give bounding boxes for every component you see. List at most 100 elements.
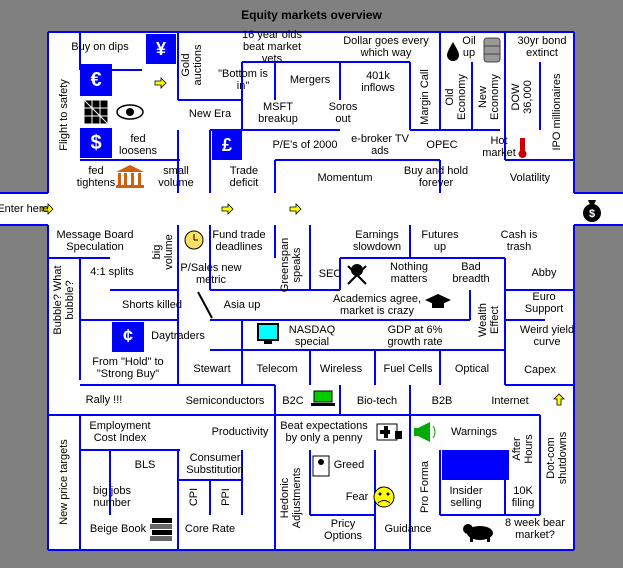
label-msft-breakup: MSFT breakup — [258, 101, 298, 125]
label-greenspan-speaks: Greenspan speaks — [279, 237, 303, 293]
label-cash-is-trash: Cash is trash — [500, 229, 538, 253]
monitor-icon — [257, 323, 279, 344]
label-shorts-killed: Shorts killed — [122, 299, 182, 311]
label-ppi: PPI — [220, 488, 232, 506]
bank-icon — [116, 165, 144, 188]
label-asia-up: Asia up — [223, 299, 261, 311]
clock-icon — [184, 230, 204, 250]
svg-text:$: $ — [589, 208, 595, 220]
grid-icon — [83, 99, 109, 125]
megaphone-icon — [414, 422, 436, 442]
label-productivity: Productivity — [211, 426, 269, 438]
label-dow-36000: DOW 36,000 — [510, 80, 534, 114]
label-dotcom-shutdowns: Dot-com shutdowns — [545, 431, 569, 485]
laptop-icon — [311, 390, 335, 406]
bear-icon — [463, 524, 493, 542]
label-biotech: Bio-tech — [356, 395, 398, 407]
entrance-corridor — [0, 193, 623, 225]
label-fear: Fear — [345, 491, 369, 503]
label-hot-market: Hot market — [482, 135, 516, 159]
sad-face-icon — [373, 486, 395, 508]
label-core-rate: Core Rate — [184, 523, 236, 535]
label-16-year-olds: 16 year olds beat market vets — [242, 29, 302, 65]
label-telecom: Telecom — [256, 363, 298, 375]
dollar-symbol: $ — [90, 132, 102, 154]
label-daytraders: Daytraders — [151, 330, 205, 342]
yen-symbol: ¥ — [155, 39, 167, 59]
label-10k-filing: 10K filing — [511, 485, 535, 509]
label-401k-inflows: 401k inflows — [361, 70, 395, 94]
skull-crossbones-icon — [347, 264, 367, 285]
label-weird-yield-curve: Weird yield curve — [519, 324, 575, 348]
label-pe-of-2000: P/E's of 2000 — [272, 139, 338, 151]
label-small-volume: small volume — [158, 165, 194, 189]
dagger-icon — [197, 291, 213, 319]
euro-block — [80, 64, 112, 96]
maze-walls — [0, 31, 623, 551]
label-earnings-slowdown: Earnings slowdown — [352, 229, 402, 253]
label-old-economy: Old Economy — [444, 74, 468, 120]
label-oil-up: Oil up — [462, 35, 476, 59]
label-buy-on-dips: Buy on dips — [71, 41, 129, 53]
pound-block — [212, 130, 242, 160]
label-hold-to-strong-buy: From "Hold" to "Strong Buy" — [92, 356, 164, 380]
eye-icon — [116, 104, 144, 120]
label-futures-up: Futures up — [421, 229, 459, 253]
label-big-jobs-number: big jobs number — [93, 485, 131, 509]
label-nasdaq-special: NASDAQ special — [288, 324, 336, 348]
yen-block — [146, 34, 176, 64]
label-momentum: Momentum — [317, 172, 373, 184]
label-entrance[interactable]: Enter here — [0, 203, 49, 215]
label-soros-out: Soros out — [328, 101, 358, 125]
mortarboard-icon — [425, 294, 451, 308]
label-fuel-cells: Fuel Cells — [383, 363, 433, 375]
label-fund-trade-deadlines: Fund trade deadlines — [212, 229, 266, 253]
label-gold-auctions: Gold auctions — [180, 44, 204, 86]
label-gdp-growth: GDP at 6% growth rate — [387, 324, 443, 348]
label-internet: Internet — [491, 395, 529, 407]
label-wireless: Wireless — [319, 363, 363, 375]
label-dollar-goes: Dollar goes every which way — [343, 35, 429, 59]
page-title: Equity markets overview — [241, 8, 382, 22]
label-buy-and-hold: Buy and hold forever — [403, 165, 469, 189]
euro-symbol: € — [90, 69, 102, 91]
cent-block — [112, 322, 144, 352]
first-aid-kit-icon — [376, 423, 402, 441]
label-employment-cost-index: Employment Cost Index — [89, 420, 151, 444]
label-b2b: B2B — [431, 395, 453, 407]
pound-symbol: £ — [221, 135, 233, 155]
label-consumer-substitution: Consumer Substitution — [186, 452, 244, 476]
yellow-arrow-icon — [41, 77, 565, 406]
label-new-era: New Era — [188, 108, 232, 120]
label-fed-tightens: fed tightens — [76, 165, 116, 189]
label-guidance: Guidance — [384, 523, 432, 535]
label-8-week-bear: 8 week bear market? — [505, 517, 565, 541]
label-warnings: Warnings — [450, 426, 498, 438]
label-capex: Capex — [524, 364, 556, 376]
label-wealth-effect: Wealth Effect — [477, 302, 501, 338]
cent-symbol: ¢ — [122, 326, 134, 346]
blue-block — [442, 450, 509, 480]
label-abby: Abby — [531, 267, 557, 279]
label-hedonic-adjustments: Hedonic Adjustments — [279, 467, 303, 529]
label-flight-to-safety: Flight to safety — [58, 79, 70, 151]
label-academics-agree: Academics agree, market is crazy — [332, 293, 422, 317]
piggy-bank-icon — [312, 455, 330, 477]
label-ebroker-tv-ads: e-broker TV ads — [351, 133, 409, 157]
label-margin-call: Margin Call — [419, 69, 431, 125]
label-fed-loosens: fed loosens — [119, 133, 157, 157]
label-b2c: B2C — [282, 395, 304, 407]
oil-barrel-icon — [483, 37, 501, 63]
label-30yr-bond: 30yr bond extinct — [517, 35, 567, 59]
label-nothing-matters: Nothing matters — [390, 261, 428, 285]
label-semiconductors: Semiconductors — [185, 395, 265, 407]
label-beat-expectations: Beat expectations by only a penny — [280, 420, 368, 444]
label-euro-support: Euro Support — [524, 291, 564, 315]
label-stewart: Stewart — [193, 363, 231, 375]
books-icon — [150, 518, 172, 541]
label-4-1-splits: 4:1 splits — [90, 266, 134, 278]
label-volatility: Volatility — [509, 172, 551, 184]
label-new-price-targets: New price targets — [58, 439, 70, 525]
label-bad-breadth: Bad breadth — [452, 261, 490, 285]
